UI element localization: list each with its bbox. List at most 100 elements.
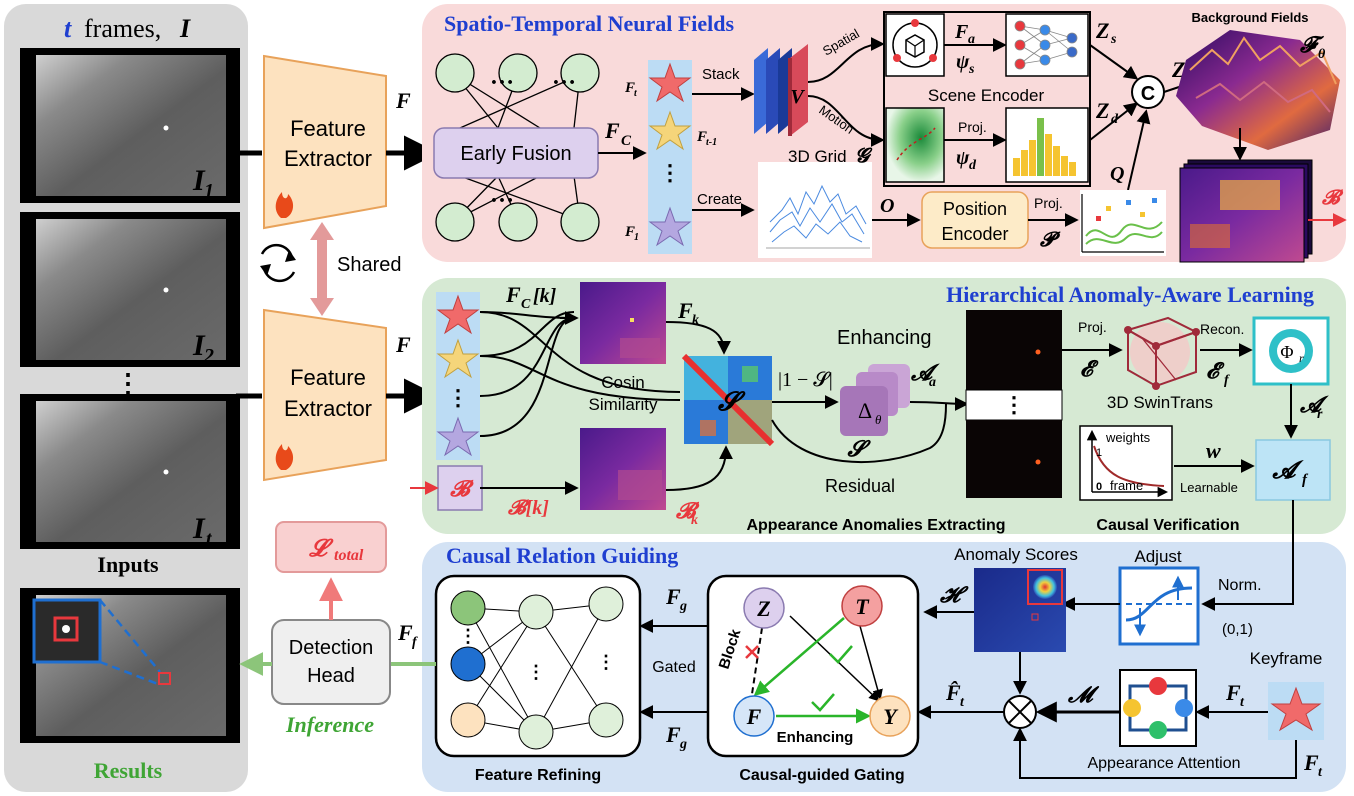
node-y: [869, 695, 911, 737]
delta-stack: [840, 364, 910, 436]
bg-fields-title: Background Fields: [1191, 10, 1308, 25]
grid-label: 3D Grid: [788, 147, 847, 166]
bk-label: 𝓑[k]: [507, 497, 549, 519]
residual-label: Residual: [825, 476, 895, 496]
adjust-icon: [1118, 566, 1200, 646]
refining-dots-2: ⋮: [527, 662, 545, 682]
node-y-label: Y: [883, 704, 899, 729]
similarity-label: Similarity: [589, 395, 658, 414]
psi-d-label: ψ: [956, 147, 970, 169]
o-label: O: [880, 195, 894, 217]
frame-label-2: I: [192, 329, 206, 362]
weights-one: 1: [1096, 447, 1102, 459]
phi-inner: [1277, 337, 1305, 365]
arrow-spatial: [807, 37, 885, 83]
fck-label: F: [505, 282, 521, 307]
fg2-label: F: [665, 722, 681, 747]
anomaly-scores-label: Anomaly Scores: [954, 545, 1078, 564]
anomaly-score-map: [974, 568, 1066, 652]
fg1-sub: g: [679, 599, 687, 614]
feature-extractor-top: [263, 54, 387, 230]
frame-label: frame: [1110, 478, 1143, 493]
arrow-motion: [807, 95, 885, 147]
fg2-sub: g: [679, 737, 687, 752]
edge-t-f: [753, 617, 845, 696]
inputs-header-t: t: [64, 14, 72, 43]
mid-title: Hierarchical Anomaly-Aware Learning: [946, 282, 1314, 307]
fc-heatmap: [580, 282, 666, 364]
norm-label: Norm.: [1218, 577, 1262, 594]
phi-sub: r: [1299, 351, 1304, 365]
psi-d-sub: d: [969, 158, 977, 173]
gated-label: Gated: [652, 659, 696, 676]
bk2-sub: k: [691, 513, 698, 528]
node-t-label: T: [855, 594, 870, 619]
ft2-bottom-label: F: [1303, 750, 1319, 775]
zs-label: Z: [1095, 18, 1109, 43]
mid-star-2-icon: [436, 338, 480, 379]
early-fusion-label: Early Fusion: [460, 143, 571, 165]
arrow-norm: [1201, 500, 1294, 611]
fa-sub: a: [968, 32, 975, 47]
fusion-dots-top2: …: [552, 64, 576, 90]
zd-label: Z: [1095, 98, 1109, 123]
arrow-zs: [1089, 44, 1139, 80]
star-f1-icon: [648, 206, 692, 247]
bottom-title: Causal Relation Guiding: [446, 543, 678, 568]
scene-encoder-box: [883, 11, 1091, 187]
cosin-label: Cosin: [601, 373, 644, 392]
delta-label: Δ: [858, 398, 872, 423]
delta-sub: θ: [875, 412, 882, 427]
fhat-sub: t: [960, 695, 965, 710]
aa-sub: a: [929, 375, 936, 390]
fusion-network: [435, 53, 600, 242]
shared-arrow-head-bottom: [310, 298, 334, 316]
inputs-header-I: I: [179, 14, 191, 43]
adjust-label: Adjust: [1134, 547, 1182, 566]
ft1-bottom-sub: t: [1240, 695, 1245, 710]
scene-encoder-label: Scene Encoder: [928, 86, 1045, 105]
app-attention-label: Appearance Attention: [1087, 755, 1240, 772]
star-ft1-icon: [648, 110, 692, 151]
one-minus-s-label: |1 − 𝓢|: [778, 369, 833, 391]
weights-label: weights: [1105, 430, 1151, 445]
weights-zero: 0: [1096, 481, 1102, 493]
weights-plot: [1079, 425, 1173, 501]
fck-k: [k]: [533, 285, 557, 307]
refining-dots-1: ⋮: [459, 626, 477, 646]
position-encoder-label1: Position: [943, 199, 1007, 219]
psi-s-sub: s: [968, 62, 975, 77]
mid-proj-label: Proj.: [1078, 319, 1107, 335]
mid-star-3-icon: [436, 416, 480, 457]
fg1-label: F: [665, 584, 681, 609]
check-icon: [811, 693, 835, 712]
fire-icon: [275, 192, 294, 218]
frame-sub-2: 2: [203, 345, 214, 367]
detection-head-box: [271, 619, 391, 705]
learnable-label: Learnable: [1180, 480, 1238, 495]
ft-sub: t: [634, 88, 638, 99]
inputs-label: Inputs: [97, 552, 159, 577]
mid-b-box: [437, 465, 483, 511]
enhancing-label: Enhancing: [837, 327, 932, 349]
fk-sub: k: [692, 313, 699, 328]
result-frame: [20, 588, 240, 743]
range-label: (0,1): [1222, 621, 1253, 638]
input-frame-1: [20, 48, 240, 203]
star-column-dots: ⋮: [659, 160, 681, 185]
refining-dots-3: ⋮: [597, 652, 615, 672]
edge-t-y: [859, 625, 883, 701]
inference-label: Inference: [285, 712, 374, 737]
background-field-maps: [1179, 159, 1313, 263]
frame-sub-t: t: [206, 528, 213, 550]
gating-enhancing-label: Enhancing: [777, 729, 854, 746]
feature-extractor-bottom: [263, 308, 387, 482]
frames-ellipsis: ⋮: [115, 369, 141, 398]
mid-star-dots: ⋮: [447, 385, 469, 410]
inputs-header-frames: frames,: [84, 14, 161, 43]
results-label: Results: [94, 758, 163, 783]
ft-label: F: [624, 80, 635, 96]
input-frame-2: [20, 212, 240, 367]
anomaly-maps: [965, 310, 1063, 498]
shared-label: Shared: [337, 254, 402, 276]
